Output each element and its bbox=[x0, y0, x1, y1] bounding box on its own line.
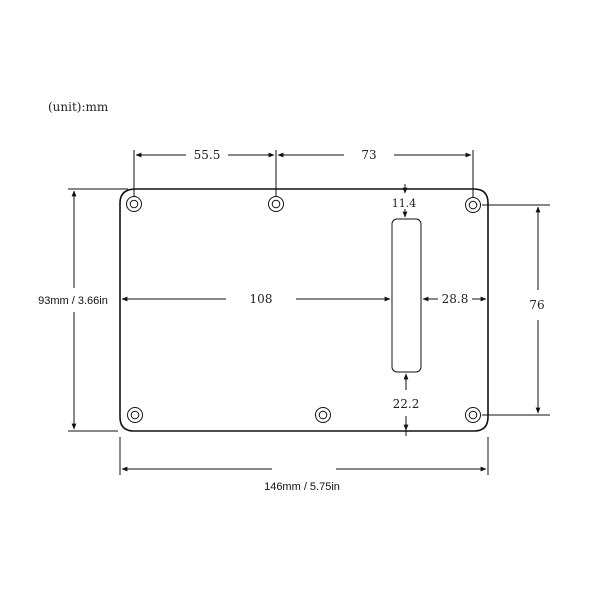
dim-hole-spacing-right: 73 bbox=[361, 148, 376, 162]
screw-hole-bottom-right bbox=[465, 407, 481, 423]
dimension-overall-width bbox=[119, 437, 489, 475]
screw-hole-top-middle bbox=[268, 196, 284, 212]
dim-slot-to-right: 28.8 bbox=[442, 292, 469, 306]
spring-access-slot bbox=[391, 218, 422, 373]
dim-hole-spacing-left: 55.5 bbox=[194, 148, 221, 162]
dimension-hole-vertical-spacing bbox=[482, 204, 550, 416]
plate-outline bbox=[119, 188, 489, 432]
screw-hole-top-right bbox=[465, 197, 481, 213]
dim-slot-top-offset: 11.4 bbox=[392, 197, 417, 210]
dim-slot-bottom-offset: 22.2 bbox=[393, 397, 420, 411]
dimension-hole-spacing bbox=[133, 150, 474, 197]
screw-hole-bottom-left bbox=[127, 407, 143, 423]
unit-label: (unit):mm bbox=[48, 100, 109, 114]
screw-hole-bottom-middle bbox=[315, 407, 331, 423]
dim-overall-width: 146mm / 5.75in bbox=[264, 481, 340, 493]
dim-slot-to-left: 108 bbox=[250, 292, 273, 306]
screw-hole-top-left bbox=[126, 196, 142, 212]
dim-overall-height: 93mm / 3.66in bbox=[38, 295, 108, 307]
dimension-overall-height bbox=[68, 188, 128, 432]
dim-hole-vertical-spacing: 76 bbox=[529, 298, 544, 312]
